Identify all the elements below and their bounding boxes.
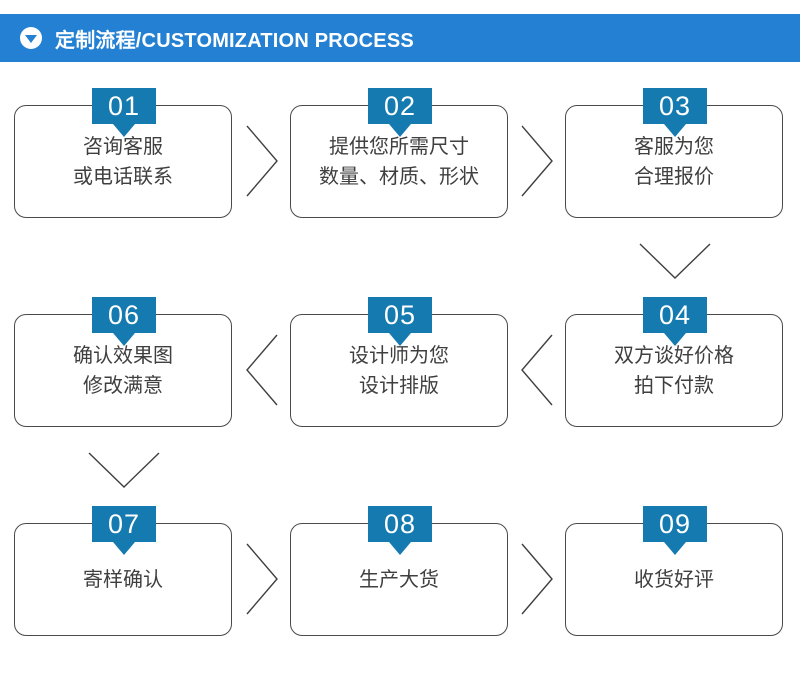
badge-notch <box>664 333 686 346</box>
step-text-line: 或电话联系 <box>73 165 173 188</box>
process-step-09[interactable]: 收货好评 09 <box>565 506 785 637</box>
badge-notch <box>664 124 686 137</box>
step-card: 设计师为您 设计排版 <box>290 314 508 427</box>
step-number: 09 <box>658 508 692 539</box>
step-text-line: 设计师为您 <box>349 344 449 367</box>
step-text-line: 数量、材质、形状 <box>319 165 479 188</box>
chevron-right-08-to-09-icon <box>518 540 556 618</box>
step-number-badge: 02 <box>368 88 432 124</box>
triangle-down-icon <box>20 27 42 49</box>
step-number: 02 <box>383 90 417 121</box>
step-text-line: 修改满意 <box>83 374 163 397</box>
section-header-bar: 定制流程/CUSTOMIZATION PROCESS <box>0 14 800 62</box>
step-text-line: 提供您所需尺寸 <box>329 135 469 158</box>
step-text-line: 咨询客服 <box>83 135 163 158</box>
process-step-01[interactable]: 咨询客服 或电话联系 01 <box>14 88 234 219</box>
step-number-badge: 08 <box>368 506 432 542</box>
step-number-badge: 09 <box>643 506 707 542</box>
badge-notch <box>113 542 135 555</box>
chevron-down-03-to-04-icon <box>636 240 714 284</box>
step-text-line: 双方谈好价格 <box>614 344 734 367</box>
step-text-line: 客服为您 <box>634 135 714 158</box>
process-step-03[interactable]: 客服为您 合理报价 03 <box>565 88 785 219</box>
step-number-badge: 01 <box>92 88 156 124</box>
chevron-left-04-to-05-icon <box>518 331 556 409</box>
process-flow-diagram: 咨询客服 或电话联系 01 提供您所需尺寸 数量、材质、形状 02 客服为您 合… <box>0 62 800 681</box>
badge-notch <box>389 124 411 137</box>
step-number: 05 <box>383 299 417 330</box>
process-step-08[interactable]: 生产大货 08 <box>290 506 510 637</box>
step-number-badge: 04 <box>643 297 707 333</box>
page-title: 定制流程/CUSTOMIZATION PROCESS <box>55 29 414 52</box>
step-text-line: 确认效果图 <box>73 344 173 367</box>
badge-notch <box>113 333 135 346</box>
chevron-down-06-to-07-icon <box>85 449 163 493</box>
process-step-05[interactable]: 设计师为您 设计排版 05 <box>290 297 510 428</box>
step-number: 03 <box>658 90 692 121</box>
step-number: 07 <box>107 508 141 539</box>
process-step-04[interactable]: 双方谈好价格 拍下付款 04 <box>565 297 785 428</box>
step-text-line: 收货好评 <box>634 568 714 591</box>
step-number: 06 <box>107 299 141 330</box>
badge-notch <box>113 124 135 137</box>
process-step-02[interactable]: 提供您所需尺寸 数量、材质、形状 02 <box>290 88 510 219</box>
step-text-line: 合理报价 <box>634 165 714 188</box>
chevron-right-02-to-03-icon <box>518 122 556 200</box>
badge-notch <box>389 333 411 346</box>
step-text-line: 生产大货 <box>359 568 439 591</box>
chevron-left-05-to-06-icon <box>243 331 281 409</box>
step-number: 01 <box>107 90 141 121</box>
step-number-badge: 03 <box>643 88 707 124</box>
step-number-badge: 05 <box>368 297 432 333</box>
badge-notch <box>389 542 411 555</box>
process-step-06[interactable]: 确认效果图 修改满意 06 <box>14 297 234 428</box>
step-text-line: 寄样确认 <box>83 568 163 591</box>
step-text-line: 设计排版 <box>359 374 439 397</box>
badge-notch <box>664 542 686 555</box>
step-number-badge: 06 <box>92 297 156 333</box>
process-step-07[interactable]: 寄样确认 07 <box>14 506 234 637</box>
step-text-line: 拍下付款 <box>634 374 714 397</box>
step-number: 04 <box>658 299 692 330</box>
chevron-right-01-to-02-icon <box>243 122 281 200</box>
chevron-right-07-to-08-icon <box>243 540 281 618</box>
step-number: 08 <box>383 508 417 539</box>
step-number-badge: 07 <box>92 506 156 542</box>
